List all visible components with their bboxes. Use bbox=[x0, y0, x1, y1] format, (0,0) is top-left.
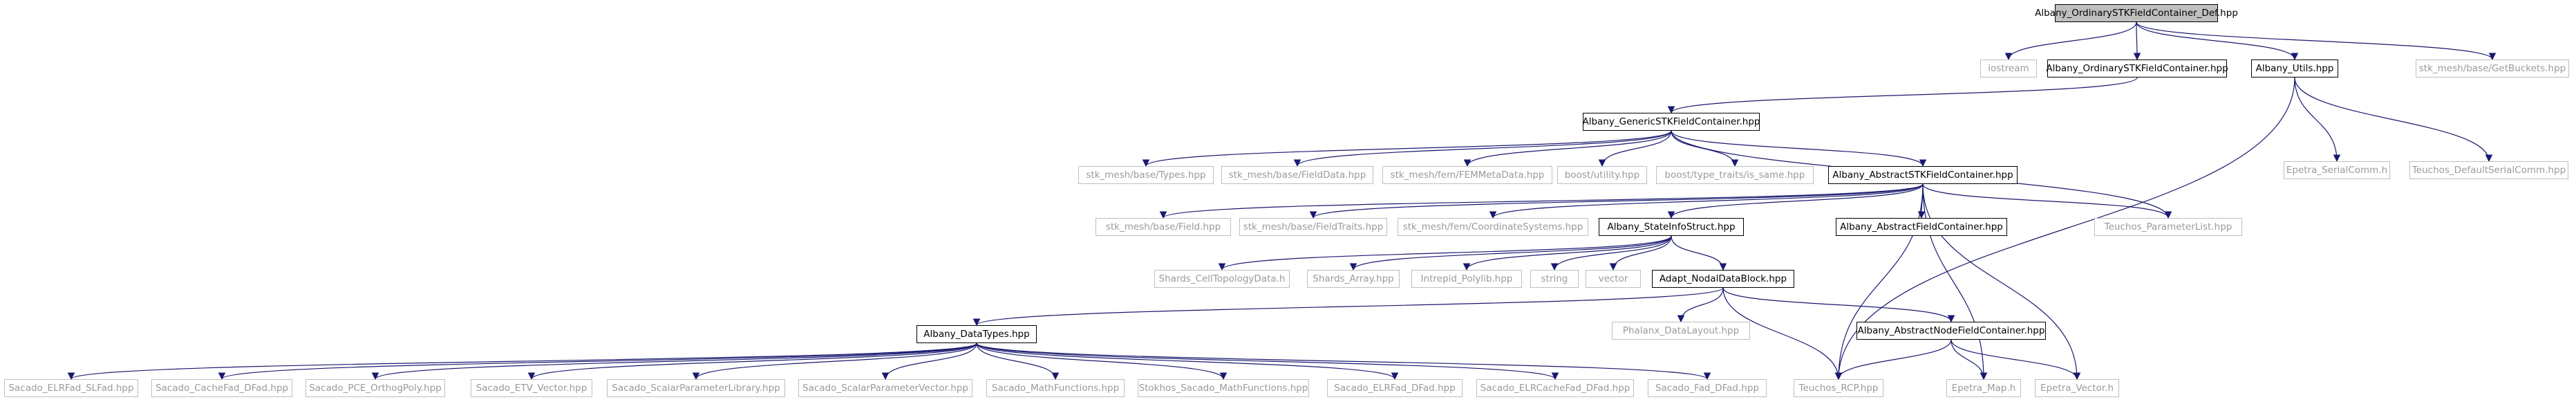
include-edge bbox=[2004, 21, 2137, 61]
file-node: Sacado_Fad_DFad.hpp bbox=[1648, 379, 1767, 397]
include-edge bbox=[1922, 183, 2172, 219]
include-edge bbox=[1671, 235, 1727, 271]
include-edge bbox=[1834, 183, 1924, 381]
include-edge bbox=[2133, 21, 2141, 61]
file-node[interactable]: Albany_Utils.hpp bbox=[2251, 60, 2338, 77]
include-edge bbox=[371, 342, 977, 381]
file-node: Shards_CellTopologyData.h bbox=[1154, 270, 1290, 288]
include-edge bbox=[2136, 21, 2299, 61]
file-node: Epetra_Vector.h bbox=[2035, 379, 2119, 397]
include-edge bbox=[1667, 77, 2138, 114]
file-node: Stokhos_Sacado_MathFunctions.hpp bbox=[1138, 379, 1309, 397]
file-node: string bbox=[1530, 270, 1579, 288]
file-node[interactable]: Adapt_NodalDataBlock.hpp bbox=[1652, 270, 1794, 288]
file-node[interactable]: Albany_StateInfoStruct.hpp bbox=[1599, 218, 1744, 236]
file-node[interactable]: Albany_AbstractSTKFieldContainer.hpp bbox=[1828, 166, 2018, 184]
file-node: stk_mesh/base/GetBuckets.hpp bbox=[2416, 60, 2569, 77]
file-node: Intrepid_Polylib.hpp bbox=[1411, 270, 1522, 288]
file-node: Teuchos_ParameterList.hpp bbox=[2094, 218, 2242, 236]
include-edge bbox=[1293, 130, 1672, 167]
include-edge bbox=[1159, 183, 1924, 219]
include-edge bbox=[1349, 235, 1672, 271]
include-edge bbox=[1950, 339, 2081, 381]
include-edge bbox=[1834, 339, 1952, 381]
file-node: Sacado_ELRFad_DFad.hpp bbox=[1327, 379, 1463, 397]
file-node: Sacado_MathFunctions.hpp bbox=[986, 379, 1125, 397]
file-node: stk_mesh/base/Field.hpp bbox=[1096, 218, 1231, 236]
file-node: Shards_Array.hpp bbox=[1307, 270, 1400, 288]
include-edge bbox=[1598, 130, 1672, 167]
include-edge bbox=[976, 342, 1559, 381]
include-edge bbox=[1667, 183, 1924, 219]
file-node: Epetra_Map.h bbox=[1946, 379, 2021, 397]
file-node: Sacado_ScalarParameterLibrary.hpp bbox=[607, 379, 785, 397]
file-node: Sacado_CacheFad_DFad.hpp bbox=[151, 379, 292, 397]
include-edge bbox=[1922, 183, 1988, 381]
include-edge bbox=[1489, 183, 1924, 219]
file-node: Sacado_ELRCacheFad_DFad.hpp bbox=[1476, 379, 1634, 397]
file-node: Teuchos_RCP.hpp bbox=[1794, 379, 1883, 397]
file-node: Sacado_ETV_Vector.hpp bbox=[471, 379, 592, 397]
include-edge bbox=[976, 342, 1228, 381]
include-edge bbox=[2294, 77, 2341, 163]
file-node: Teuchos_DefaultSerialComm.hpp bbox=[2409, 161, 2568, 179]
file-node: boost/type_traits/is_same.hpp bbox=[1656, 166, 1814, 184]
include-edge bbox=[976, 342, 1060, 381]
file-node: stk_mesh/fem/FEMMetaData.hpp bbox=[1382, 166, 1552, 184]
file-node: stk_mesh/base/FieldTraits.hpp bbox=[1239, 218, 1387, 236]
include-edge bbox=[1922, 183, 2081, 381]
include-edge bbox=[1722, 287, 1955, 323]
include-edge bbox=[1609, 235, 1672, 271]
file-node[interactable]: Albany_GenericSTKFieldContainer.hpp bbox=[1582, 113, 1760, 131]
include-edge bbox=[881, 342, 977, 381]
include-edge bbox=[2294, 77, 2493, 163]
file-node: iostream bbox=[1980, 60, 2037, 77]
include-edge bbox=[1142, 130, 1672, 167]
file-node: Sacado_PCE_OrthogPoly.hpp bbox=[305, 379, 445, 397]
include-edge bbox=[1722, 287, 1843, 381]
file-node: Epetra_SerialComm.h bbox=[2284, 161, 2390, 179]
include-edge bbox=[972, 287, 1724, 327]
file-node: Sacado_ScalarParameterVector.hpp bbox=[798, 379, 972, 397]
include-edge bbox=[1834, 77, 2295, 381]
include-edge bbox=[1550, 235, 1672, 271]
file-node: stk_mesh/fem/CoordinateSystems.hpp bbox=[1398, 218, 1588, 236]
file-node[interactable]: Albany_OrdinarySTKFieldContainer.hpp bbox=[2046, 60, 2228, 77]
include-edge bbox=[527, 342, 977, 381]
file-node[interactable]: Albany_AbstractNodeFieldContainer.hpp bbox=[1856, 322, 2046, 340]
file-node: Phalanx_DataLayout.hpp bbox=[1612, 322, 1750, 340]
file-node: stk_mesh/base/FieldData.hpp bbox=[1221, 166, 1373, 184]
file-node: stk_mesh/base/Types.hpp bbox=[1078, 166, 1214, 184]
include-edge bbox=[1309, 183, 1924, 219]
file-node[interactable]: Albany_AbstractFieldContainer.hpp bbox=[1836, 218, 2007, 236]
file-node: boost/utility.hpp bbox=[1557, 166, 1647, 184]
file-node: Sacado_ELRFad_SLFad.hpp bbox=[4, 379, 138, 397]
include-edge bbox=[1463, 235, 1672, 271]
include-edge bbox=[1677, 287, 1724, 323]
include-edge bbox=[68, 342, 977, 381]
include-edge bbox=[1218, 235, 1672, 271]
include-edge bbox=[2136, 21, 2497, 61]
include-edge bbox=[692, 342, 977, 381]
include-edge bbox=[1671, 130, 1927, 167]
file-node[interactable]: Albany_DataTypes.hpp bbox=[916, 325, 1037, 343]
include-edge bbox=[218, 342, 977, 381]
include-edge bbox=[1950, 339, 1988, 381]
include-edge bbox=[1463, 130, 1672, 167]
file-node: vector bbox=[1586, 270, 1641, 288]
root-file-node: Albany_OrdinarySTKFieldContainer_Def.hpp bbox=[2035, 4, 2238, 22]
include-edge bbox=[976, 342, 1711, 381]
include-edge bbox=[976, 342, 1399, 381]
